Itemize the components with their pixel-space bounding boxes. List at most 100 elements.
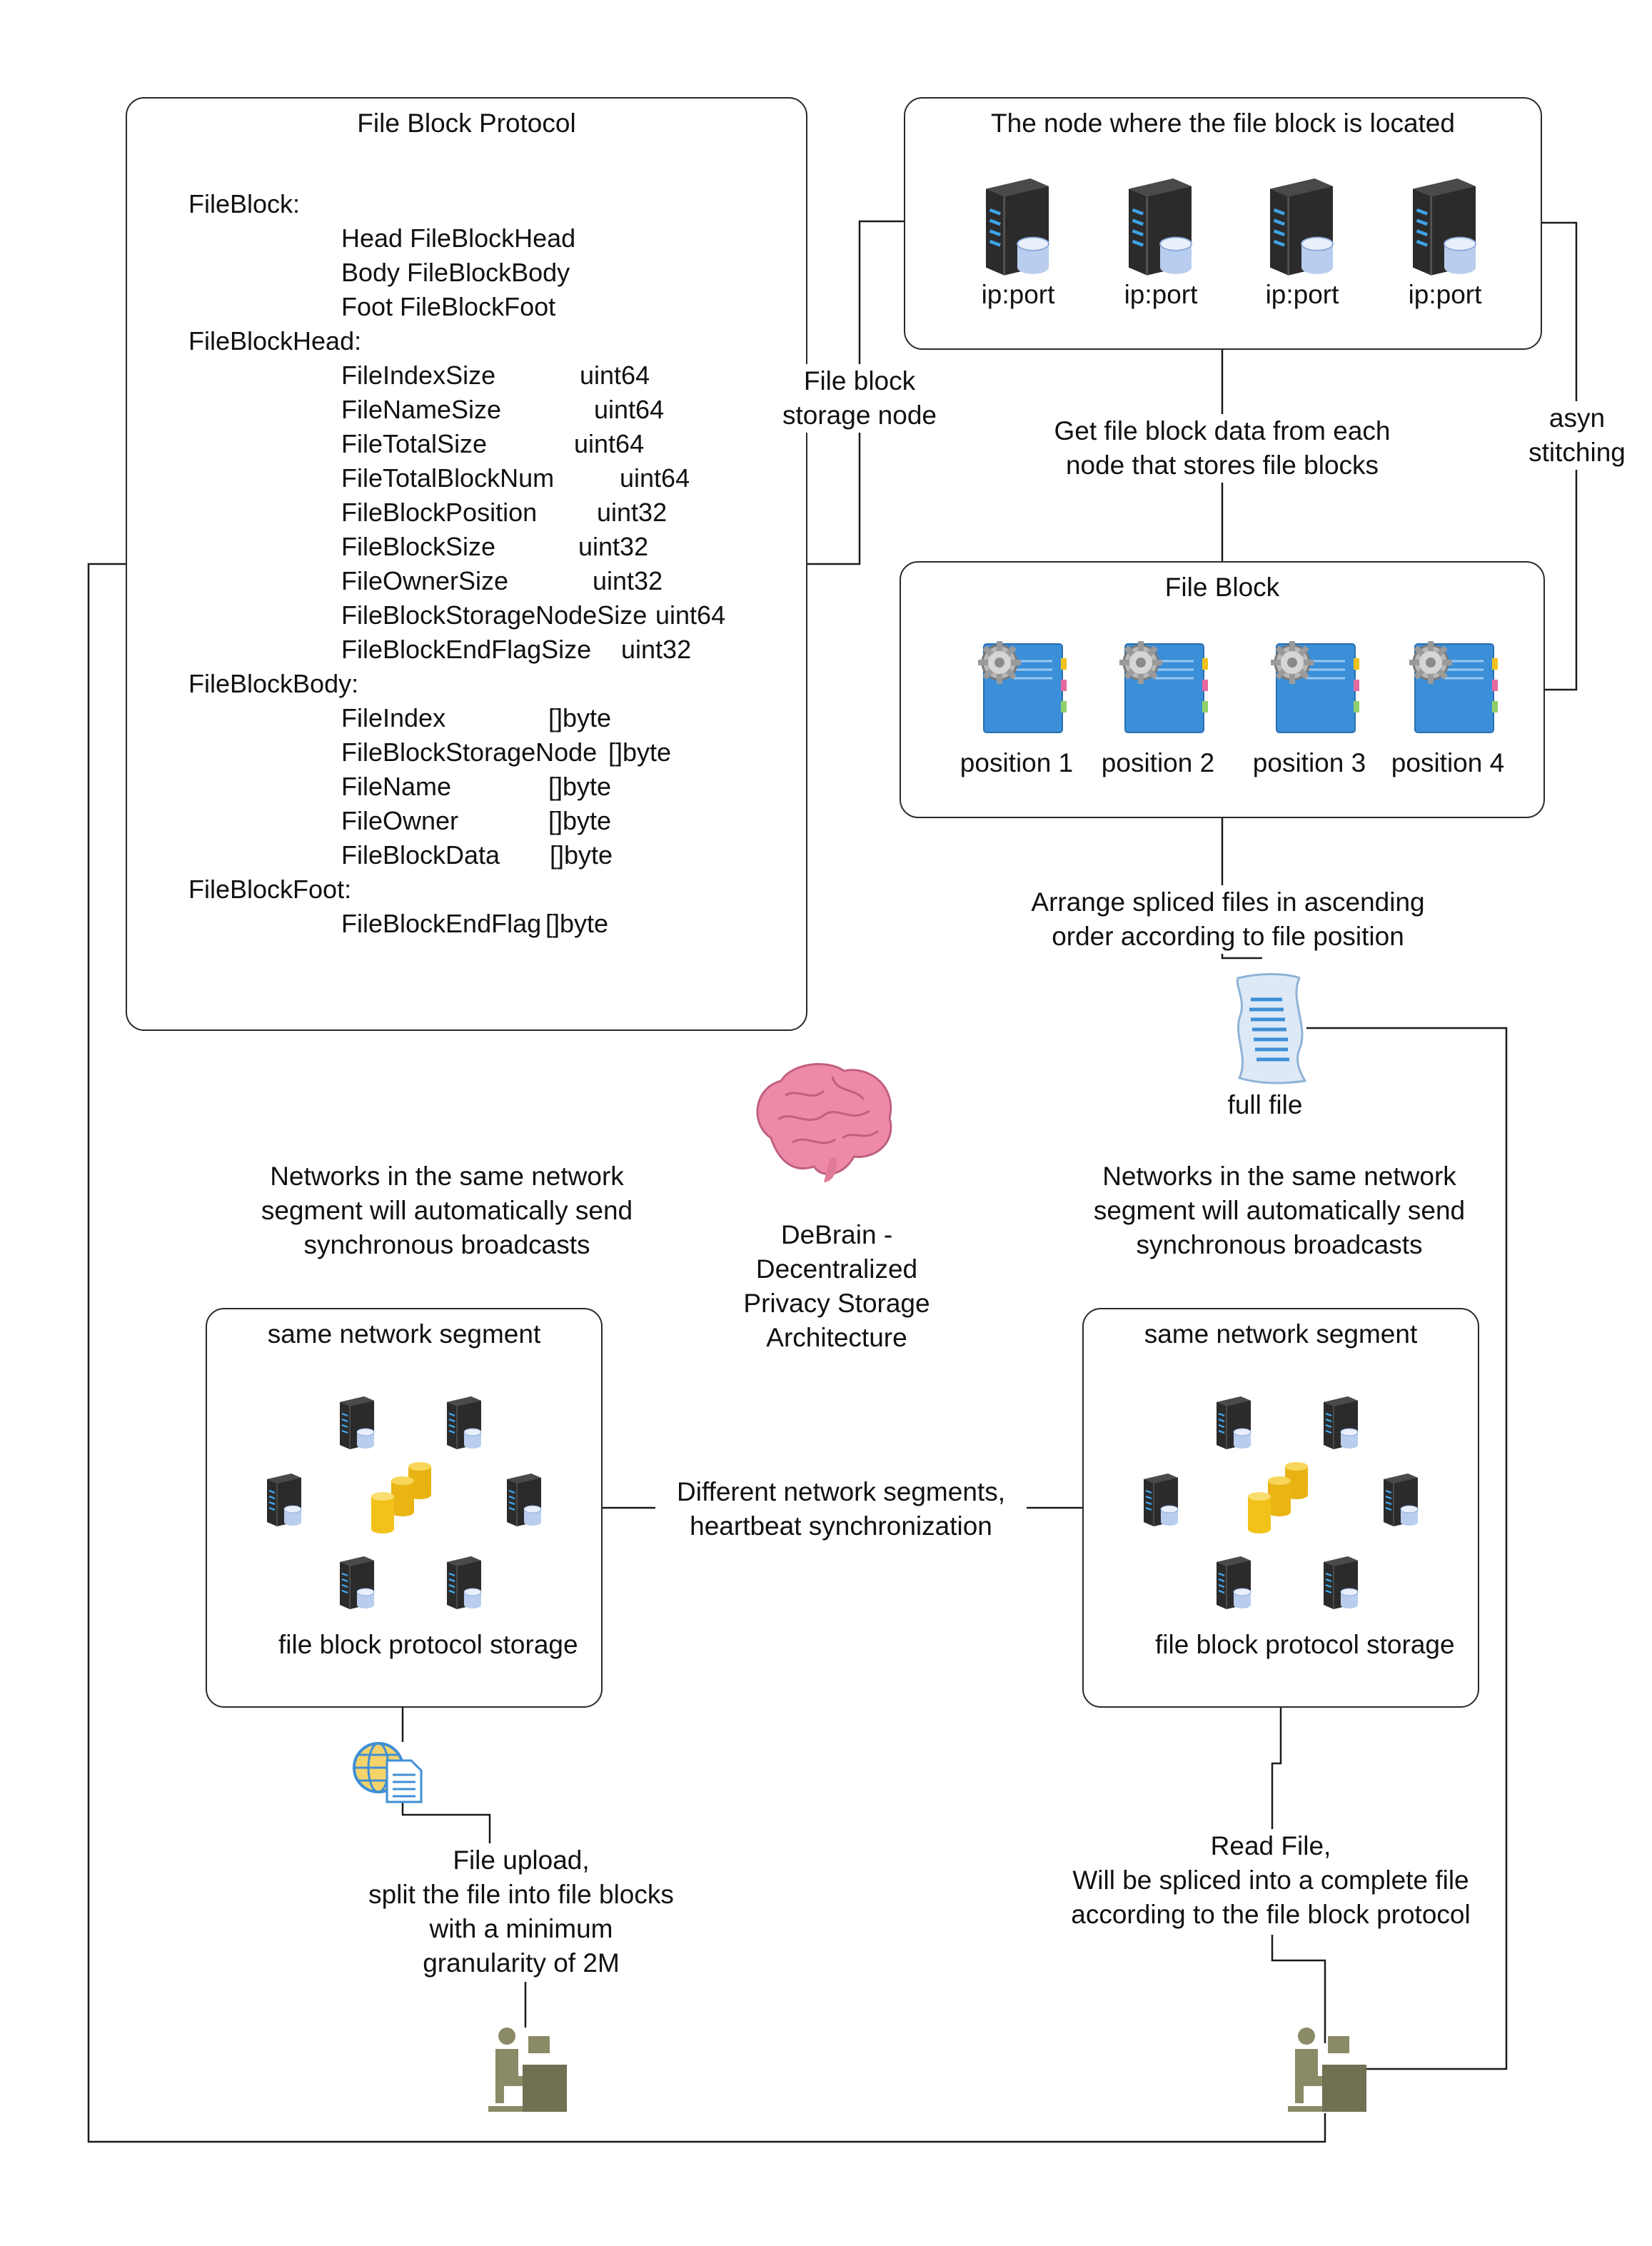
scroll-icon xyxy=(1236,973,1307,1084)
segment-server-icon xyxy=(263,1471,306,1531)
label-get-data: Get file block data from each node that … xyxy=(1037,414,1408,483)
server-address-label: ip:port xyxy=(1265,280,1339,309)
segment-server-icon xyxy=(336,1394,378,1454)
segment-server-icon xyxy=(1319,1553,1362,1614)
segment-server-icon xyxy=(1379,1471,1422,1531)
connector-fileblock-fullfile xyxy=(1221,818,1262,960)
protocol-field-name: FileBlockEndFlagSize xyxy=(341,635,592,664)
protocol-field-name: Body FileBlockBody xyxy=(341,258,570,287)
segment-server-icon xyxy=(1212,1394,1255,1454)
server-icon xyxy=(1405,173,1484,282)
segment-server-icon xyxy=(1319,1394,1362,1454)
protocol-section-header: FileBlock: xyxy=(188,189,301,218)
protocol-box: File Block Protocol FileBlock: Head FileB… xyxy=(126,97,807,1031)
position-label: position 1 xyxy=(960,748,1074,777)
segment-caption-left: file block protocol storage xyxy=(278,1630,578,1659)
protocol-field-type: uint64 xyxy=(655,600,726,630)
protocol-field-row: FileTotalSize uint64 xyxy=(188,427,788,461)
protocol-field-name: FileName xyxy=(341,772,452,801)
connector-fullfile-user xyxy=(1306,1027,1508,2070)
label-arrange: Arrange spliced files in ascending order… xyxy=(999,885,1456,954)
position-label: position 4 xyxy=(1391,748,1505,777)
protocol-field-name: FileOwnerSize xyxy=(341,566,509,595)
protocol-field-type: uint32 xyxy=(593,566,663,595)
protocol-field-row: FileBlockEndFlag[]byte xyxy=(188,907,788,941)
position-label: position 2 xyxy=(1101,748,1215,777)
server-address-label: ip:port xyxy=(1408,280,1482,309)
protocol-field-row: FileName []byte xyxy=(188,770,788,804)
protocol-field-row: FileIndex[]byte xyxy=(188,701,788,735)
protocol-field-row: Body FileBlockBody xyxy=(188,256,788,290)
protocol-field-type: []byte xyxy=(545,909,609,938)
node-box-title: The node where the file block is located xyxy=(991,109,1455,138)
protocol-field-type: uint64 xyxy=(574,429,645,458)
protocol-field-row: Head FileBlockHead xyxy=(188,221,788,256)
file-block-icon xyxy=(1398,637,1498,740)
protocol-field-name: FileBlockPosition xyxy=(341,498,538,527)
protocol-field-type: []byte xyxy=(548,806,612,835)
protocol-field-row: FileOwnerSize uint32 xyxy=(188,564,788,598)
connector-segment-read xyxy=(1271,1708,1282,1835)
label-broadcast-right: Networks in the same network segment wil… xyxy=(1065,1159,1494,1262)
file-block-icon xyxy=(1108,637,1208,740)
protocol-field-name: Foot FileBlockFoot xyxy=(341,292,556,321)
file-block-icon xyxy=(967,637,1067,740)
label-broadcast-left: Networks in the same network segment wil… xyxy=(233,1159,661,1262)
label-heartbeat: Different network segments, heartbeat sy… xyxy=(655,1475,1027,1544)
protocol-field-name: FileTotalSize xyxy=(341,429,488,458)
segment-server-icon xyxy=(1212,1553,1255,1614)
connector-read-user xyxy=(1271,1935,1326,2043)
protocol-field-type: []byte xyxy=(548,772,612,801)
server-icon xyxy=(978,173,1057,282)
protocol-field-type: []byte xyxy=(550,840,613,870)
protocol-field-name: FileBlockStorageNode xyxy=(341,737,598,767)
user-at-desk-icon-left xyxy=(488,2028,567,2112)
protocol-field-row: FileOwner []byte xyxy=(188,804,788,838)
protocol-field-name: FileOwner xyxy=(341,806,459,835)
protocol-field-type: uint32 xyxy=(578,532,649,561)
protocol-field-name: FileIndex xyxy=(341,703,446,732)
database-cylinders-icon xyxy=(367,1456,438,1539)
database-cylinders-icon xyxy=(1244,1456,1315,1539)
protocol-field-row: FileBlockStorageNode []byte xyxy=(188,735,788,770)
protocol-field-name: FileNameSize xyxy=(341,395,502,424)
protocol-field-type: uint32 xyxy=(597,498,668,527)
protocol-field-row: Foot FileBlockFoot xyxy=(188,290,788,324)
protocol-field-name: Head FileBlockHead xyxy=(341,223,576,253)
protocol-field-name: FileIndexSize xyxy=(341,361,496,390)
segment-server-icon xyxy=(1139,1471,1182,1531)
protocol-field-row: FileBlockPosition uint32 xyxy=(188,495,788,530)
protocol-title: File Block Protocol xyxy=(357,109,576,138)
segment-caption-right: file block protocol storage xyxy=(1155,1630,1455,1659)
protocol-field-row: FileBlockData []byte xyxy=(188,838,788,872)
server-icon xyxy=(1262,173,1341,282)
label-asyn: asyn stitching xyxy=(1516,401,1638,470)
protocol-section-header: FileBlockBody: xyxy=(188,669,359,698)
globe-document-icon xyxy=(353,1742,423,1803)
brain-icon xyxy=(756,1063,892,1182)
protocol-field-type: []byte xyxy=(608,737,672,767)
label-upload: File upload, split the file into file bl… xyxy=(343,1843,700,1980)
protocol-field-type: uint32 xyxy=(621,635,692,664)
protocol-section-header: FileBlockHead: xyxy=(188,326,362,356)
file-block-icon xyxy=(1259,637,1359,740)
server-address-label: ip:port xyxy=(981,280,1055,309)
position-label: position 3 xyxy=(1252,748,1366,777)
protocol-field-name: FileBlockData xyxy=(341,840,500,870)
segment-server-icon xyxy=(443,1394,485,1454)
segment-server-icon xyxy=(336,1553,378,1614)
file-block-title: File Block xyxy=(1164,573,1280,602)
file-block-box: File Block position 1 position 2 positio… xyxy=(900,561,1545,818)
segment-server-icon xyxy=(443,1553,485,1614)
label-center-title: DeBrain - Decentralized Privacy Storage … xyxy=(743,1220,930,1352)
protocol-section-header: FileBlockFoot: xyxy=(188,875,352,904)
label-storage-node: File block storage node xyxy=(778,364,941,433)
connector-protocol-loop xyxy=(87,563,1326,2143)
segment-title-right: same network segment xyxy=(1144,1319,1418,1349)
server-icon xyxy=(1121,173,1199,282)
